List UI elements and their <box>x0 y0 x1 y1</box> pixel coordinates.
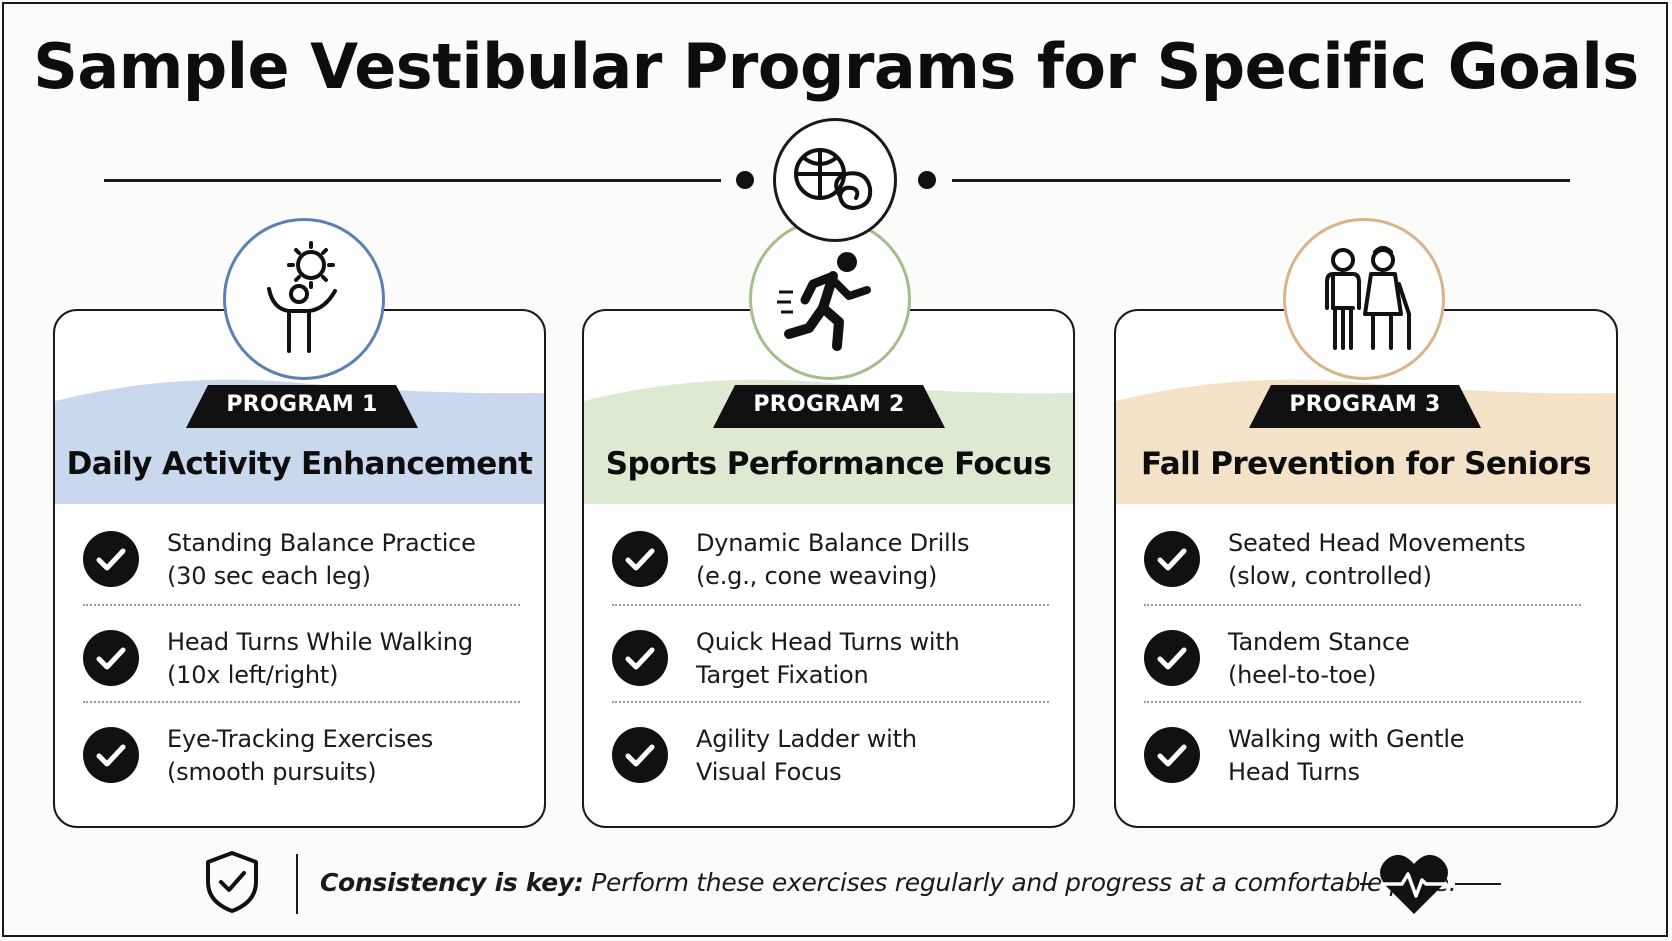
item-line: Eye-Tracking Exercises <box>167 725 434 753</box>
program-2-badge: PROGRAM 2 <box>713 385 945 428</box>
list-item: Eye-Tracking Exercises (smooth pursuits) <box>83 701 520 798</box>
runner-icon <box>777 252 871 351</box>
inner-ear-icon <box>794 148 873 211</box>
program-3-title: Fall Prevention for Seniors <box>1140 446 1592 482</box>
item-line: Quick Head Turns with <box>696 628 960 656</box>
header-rule-left <box>104 179 721 182</box>
footer-message: Consistency is key: Perform these exerci… <box>320 868 1457 897</box>
heart-pulse-icon <box>1380 854 1448 914</box>
footer-emphasis: Consistency is key: <box>320 868 584 897</box>
item-line: Head Turns While Walking <box>167 628 473 656</box>
list-item: Standing Balance Practice (30 sec each le… <box>83 507 520 604</box>
program-3-badge-label: PROGRAM 3 <box>1289 392 1441 417</box>
program-2-title: Sports Performance Focus <box>605 446 1052 482</box>
item-detail: Visual Focus <box>696 758 842 786</box>
item-detail: (smooth pursuits) <box>167 758 377 786</box>
program-2-header-band <box>584 311 1073 504</box>
item-line: Tandem Stance <box>1228 628 1410 656</box>
checkmark-icon <box>612 630 668 686</box>
item-line: Agility Ladder with <box>696 725 917 753</box>
header-dot-left <box>736 171 754 189</box>
checkmark-icon <box>612 727 668 783</box>
list-item: Dynamic Balance Drills (e.g., cone weavin… <box>612 507 1049 604</box>
item-detail: Head Turns <box>1228 758 1360 786</box>
list-item: Seated Head Movements (slow, controlled) <box>1144 507 1581 604</box>
checkmark-icon <box>1144 630 1200 686</box>
seniors-icon <box>1325 246 1411 350</box>
heartbeat-line-left <box>1360 883 1372 885</box>
item-detail: (30 sec each leg) <box>167 562 371 590</box>
page-title: Sample Vestibular Programs for Specific … <box>33 30 1639 103</box>
inner-ear-icon-circle <box>773 118 897 242</box>
item-line: Walking with Gentle <box>1228 725 1465 753</box>
header-dot-right <box>918 171 936 189</box>
program-1-badge-label: PROGRAM 1 <box>226 392 378 417</box>
shield-check-icon <box>206 851 258 913</box>
program-1-header-band <box>55 311 544 504</box>
checkmark-icon <box>612 531 668 587</box>
checkmark-icon <box>83 630 139 686</box>
program-2-icon-circle <box>749 218 911 380</box>
item-line: Standing Balance Practice <box>167 529 476 557</box>
checkmark-icon <box>83 531 139 587</box>
checkmark-icon <box>83 727 139 783</box>
person-sun-icon <box>267 241 337 353</box>
checkmark-icon <box>1144 727 1200 783</box>
heartbeat-line-right <box>1455 883 1501 885</box>
program-3-header-band <box>1116 311 1616 504</box>
item-line: Dynamic Balance Drills <box>696 529 970 557</box>
list-item: Tandem Stance (heel-to-toe) <box>1144 604 1581 701</box>
item-detail: (slow, controlled) <box>1228 562 1432 590</box>
program-3-badge: PROGRAM 3 <box>1249 385 1481 428</box>
item-line: Seated Head Movements <box>1228 529 1526 557</box>
program-2-badge-label: PROGRAM 2 <box>753 392 905 417</box>
footer: Consistency is key: Perform these exerci… <box>0 848 1672 918</box>
checkmark-icon <box>1144 531 1200 587</box>
program-1-title: Daily Activity Enhancement <box>66 446 533 482</box>
program-1-badge: PROGRAM 1 <box>186 385 418 428</box>
item-detail: (heel-to-toe) <box>1228 661 1377 689</box>
footer-divider <box>296 854 298 914</box>
item-detail: Target Fixation <box>696 661 869 689</box>
item-detail: (10x left/right) <box>167 661 339 689</box>
list-item: Head Turns While Walking (10x left/right) <box>83 604 520 701</box>
program-1-icon-circle <box>223 218 385 380</box>
footer-body: Perform these exercises regularly and pr… <box>583 868 1457 897</box>
item-detail: (e.g., cone weaving) <box>696 562 938 590</box>
program-3-icon-circle <box>1283 218 1445 380</box>
header-rule-right <box>952 179 1570 182</box>
